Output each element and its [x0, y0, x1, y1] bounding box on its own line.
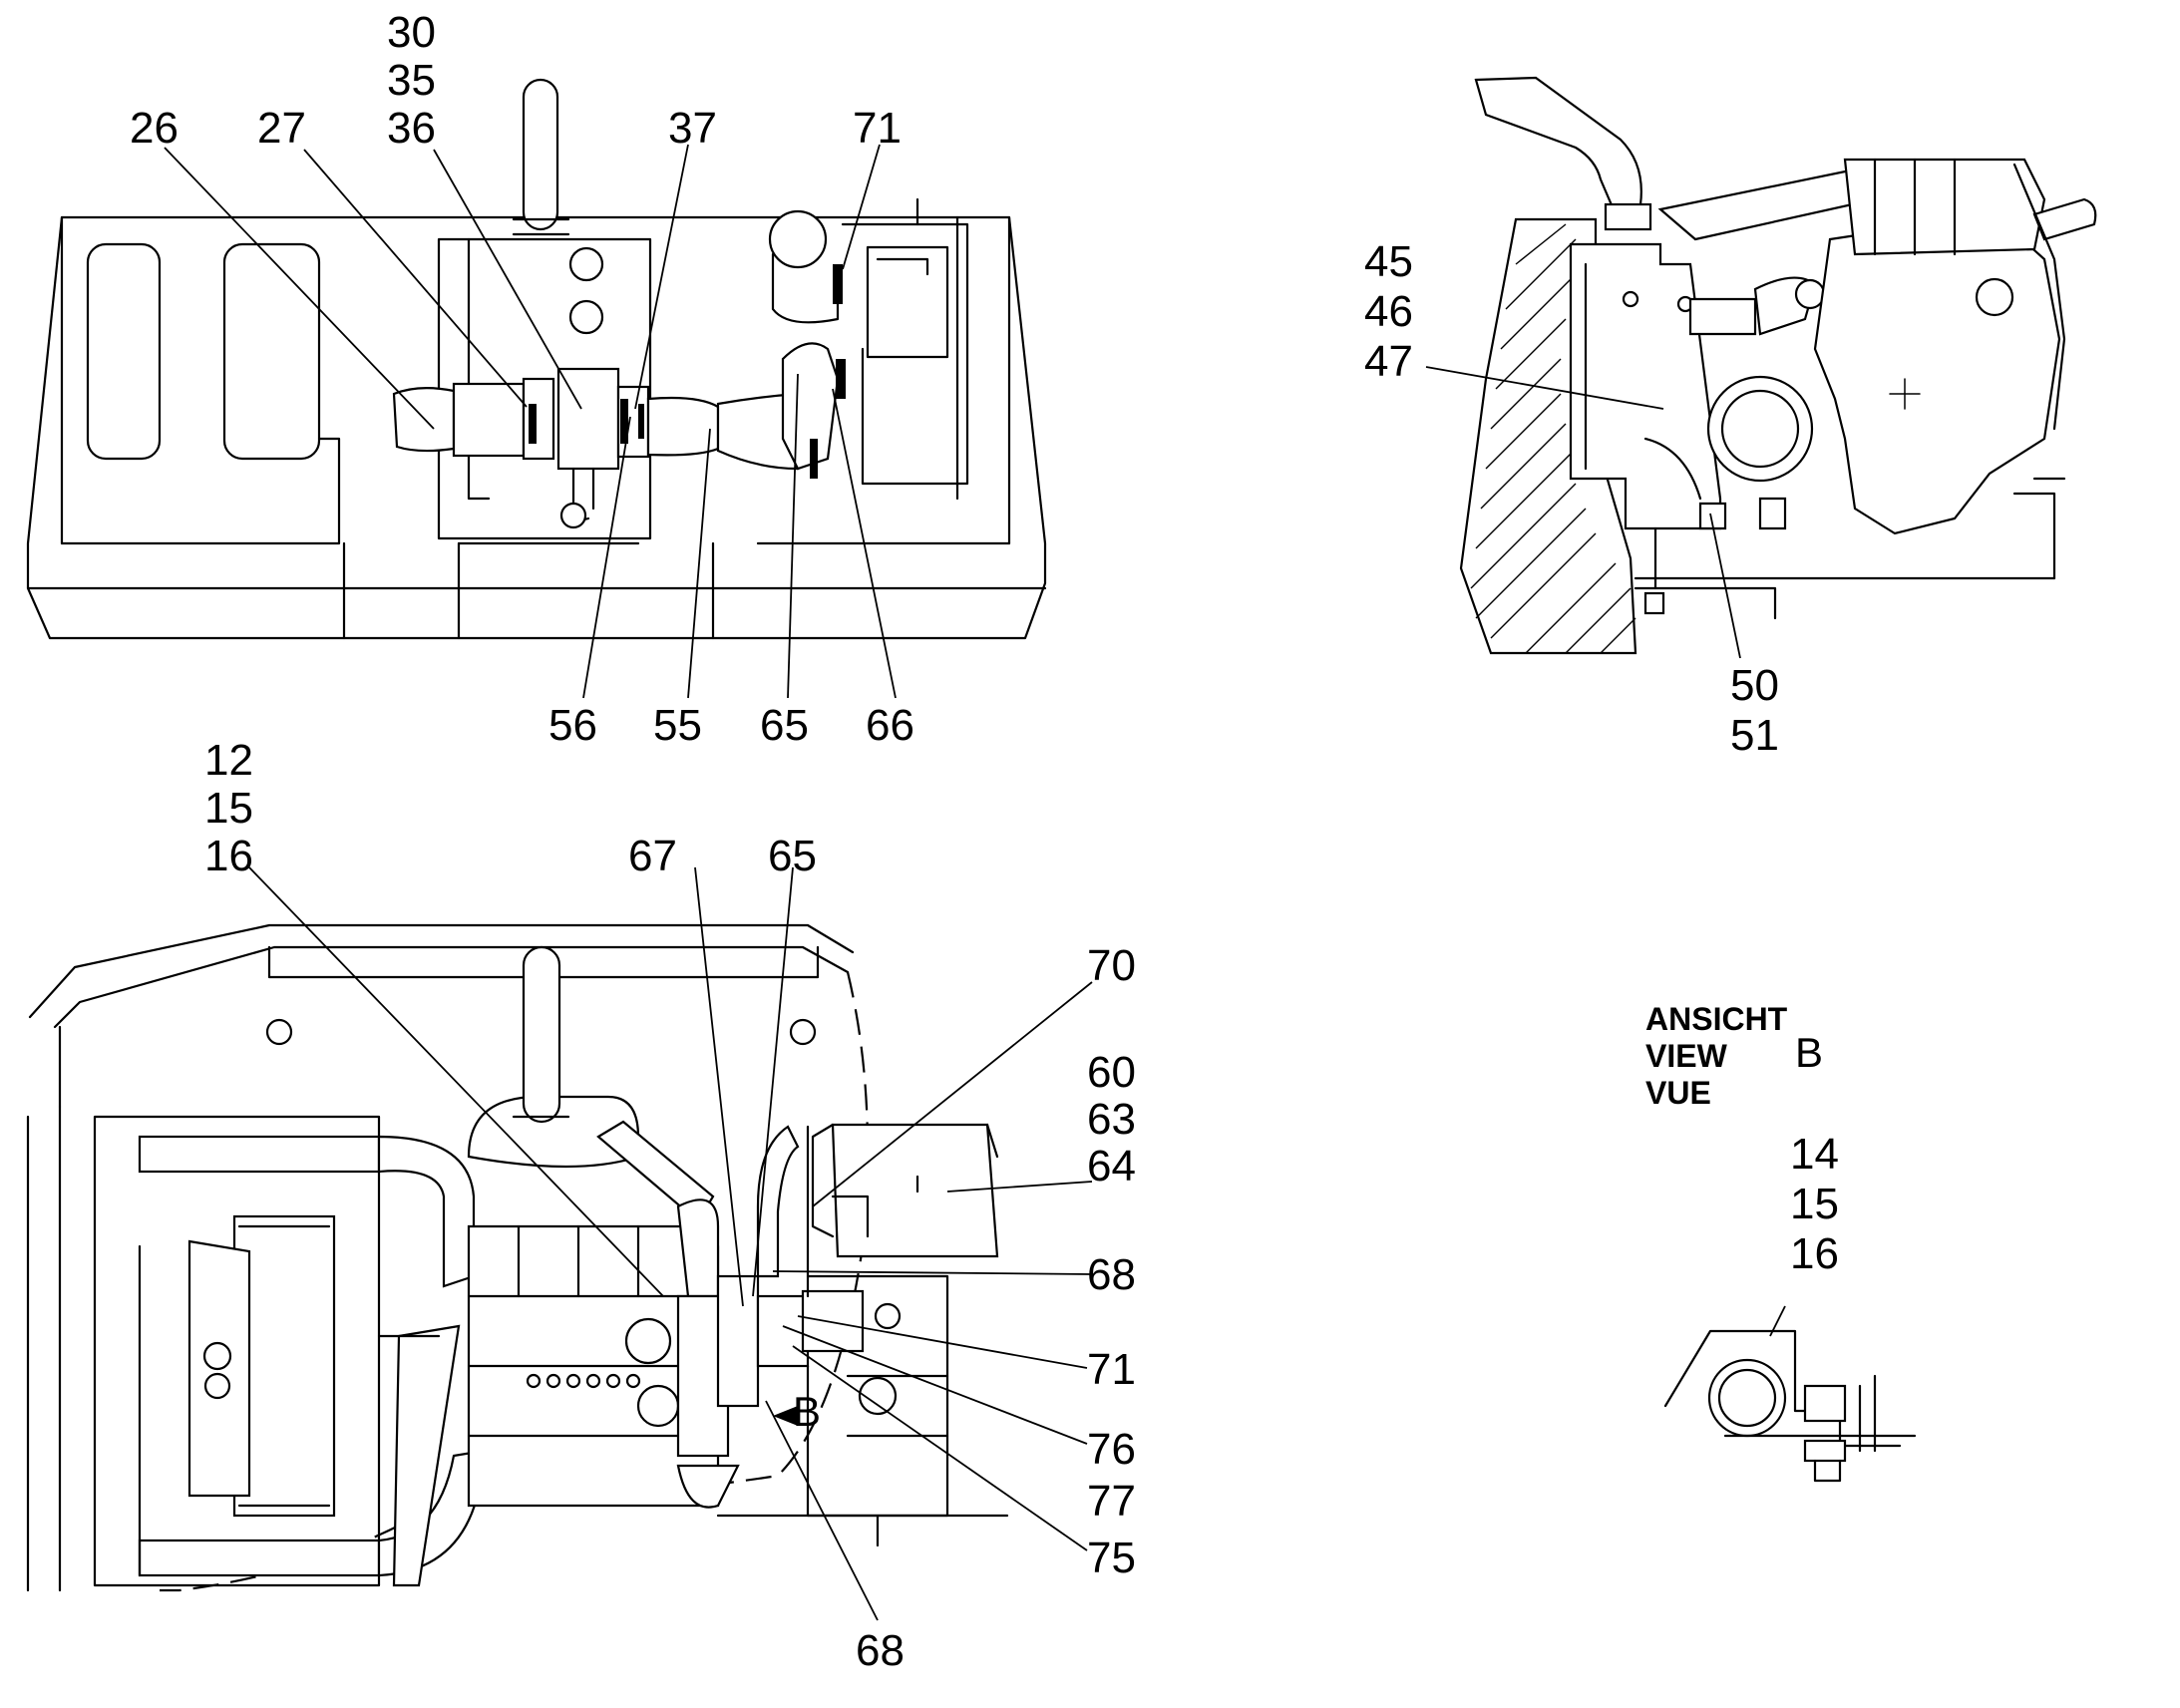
- callout-15: 15: [204, 784, 253, 833]
- callout-27: 27: [257, 104, 306, 153]
- view-label-ansicht: ANSICHT: [1645, 1001, 1788, 1037]
- callout-75: 75: [1087, 1534, 1136, 1582]
- callout-15-view-b: 15: [1790, 1180, 1839, 1228]
- callout-63: 63: [1087, 1095, 1136, 1144]
- side-view-leaders: [1425, 366, 1741, 659]
- callout-66: 66: [866, 701, 914, 750]
- view-label-view: VIEW: [1645, 1038, 1728, 1074]
- callout-30: 30: [387, 8, 436, 57]
- top-view-leaders: [164, 144, 897, 699]
- callout-16-view-b: 16: [1790, 1229, 1839, 1278]
- callout-35: 35: [387, 56, 436, 105]
- callout-16: 16: [204, 832, 253, 880]
- top-view-drawing: [26, 78, 1047, 640]
- callout-37: 37: [668, 104, 717, 153]
- callout-51: 51: [1730, 711, 1779, 760]
- callout-60: 60: [1087, 1048, 1136, 1097]
- callout-50: 50: [1730, 661, 1779, 710]
- callout-76: 76: [1087, 1425, 1136, 1474]
- callout-55: 55: [653, 701, 702, 750]
- callout-70: 70: [1087, 941, 1136, 990]
- front-view-drawing: [26, 923, 1009, 1592]
- callout-12: 12: [204, 736, 253, 785]
- callout-46: 46: [1364, 287, 1413, 336]
- callout-68-upper: 68: [1087, 1250, 1136, 1299]
- callout-64: 64: [1087, 1142, 1136, 1191]
- callout-77: 77: [1087, 1477, 1136, 1526]
- view-b-drawing: [1663, 1305, 1917, 1483]
- front-view-leaders: [248, 866, 1093, 1621]
- callout-68-lower: 68: [856, 1626, 905, 1675]
- side-view-drawing: [1459, 76, 2097, 655]
- callout-71-top: 71: [853, 104, 902, 153]
- callout-45: 45: [1364, 237, 1413, 286]
- view-label-vue: VUE: [1645, 1075, 1711, 1111]
- view-b-marker: B: [793, 1388, 821, 1435]
- view-label-letter: B: [1795, 1029, 1823, 1076]
- callout-67: 67: [628, 832, 677, 880]
- callout-65-bottom: 65: [768, 832, 817, 880]
- callout-26: 26: [130, 104, 179, 153]
- injector-row: [526, 1373, 641, 1389]
- callout-47: 47: [1364, 337, 1413, 386]
- callout-56: 56: [548, 701, 597, 750]
- callout-14: 14: [1790, 1130, 1839, 1179]
- callout-65-top: 65: [760, 701, 809, 750]
- callout-36: 36: [387, 104, 436, 153]
- callout-71-bottom: 71: [1087, 1345, 1136, 1394]
